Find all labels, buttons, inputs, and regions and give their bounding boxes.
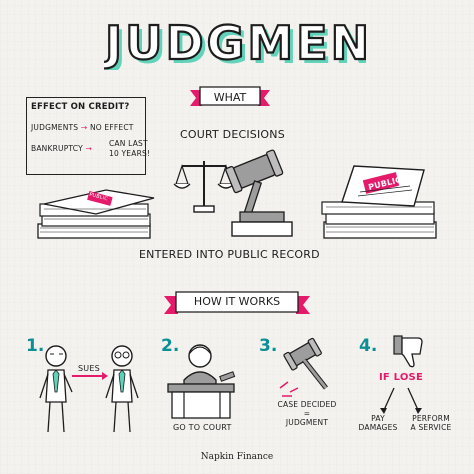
brand-label: Napkin Finance bbox=[200, 452, 274, 462]
judge-at-bench-illustration bbox=[167, 344, 236, 419]
two-people-suing-illustration bbox=[39, 345, 139, 433]
case-decided-label: CASE DECIDED = JUDGMENT bbox=[277, 400, 337, 427]
branch-arrows-icon bbox=[380, 387, 422, 414]
how-it-works-banner: HOW IT WORKS bbox=[164, 290, 310, 316]
effect-row-judgments: JUDGMENTS → NO EFFECT bbox=[31, 123, 134, 132]
perform-service-label: PERFORM A SERVICE bbox=[410, 414, 452, 432]
no-effect-label: NO EFFECT bbox=[89, 123, 134, 132]
arrow-right-icon: → bbox=[80, 123, 88, 132]
page-title: JUDGMENTS JUDGMENTS bbox=[101, 15, 444, 74]
entered-public-record-label: ENTERED INTO PUBLIC RECORD bbox=[139, 248, 320, 261]
how-it-works-label: HOW IT WORKS bbox=[193, 295, 281, 308]
effect-row-bankruptcy: BANKRUPTCY → bbox=[31, 144, 92, 153]
gavel-icon bbox=[279, 337, 328, 397]
title-text: JUDGMENTS bbox=[104, 18, 366, 70]
judgments-label: JUDGMENTS bbox=[31, 123, 79, 132]
effect-heading: EFFECT ON CREDIT? bbox=[31, 102, 130, 112]
step-number-4: 4. bbox=[359, 336, 378, 356]
scales-gavel-illustration bbox=[173, 149, 293, 237]
step-number-3: 3. bbox=[259, 336, 278, 356]
bankruptcy-label: BANKRUPTCY bbox=[31, 144, 83, 153]
effect-on-credit-box: EFFECT ON CREDIT? JUDGMENTS → NO EFFECT … bbox=[26, 97, 150, 175]
what-banner-label: WHAT bbox=[213, 90, 247, 104]
what-banner: WHAT bbox=[190, 84, 270, 110]
court-decisions-label: COURT DECISIONS bbox=[180, 128, 285, 141]
if-lose-label: IF LOSE bbox=[379, 372, 423, 383]
go-to-court-label: GO TO COURT bbox=[173, 423, 232, 432]
arrow-right-icon: → bbox=[85, 144, 92, 153]
paper-stack-left-icon bbox=[37, 189, 155, 239]
step-number-1: 1. bbox=[26, 336, 45, 356]
can-last-label: CAN LAST 10 YEARS! bbox=[109, 139, 151, 158]
paper-stack-right-icon bbox=[321, 165, 437, 239]
step-number-2: 2. bbox=[161, 336, 180, 356]
thumbs-down-icon bbox=[393, 335, 423, 368]
pay-damages-label: PAY DAMAGES bbox=[358, 414, 398, 432]
sues-label: SUES bbox=[78, 364, 100, 373]
